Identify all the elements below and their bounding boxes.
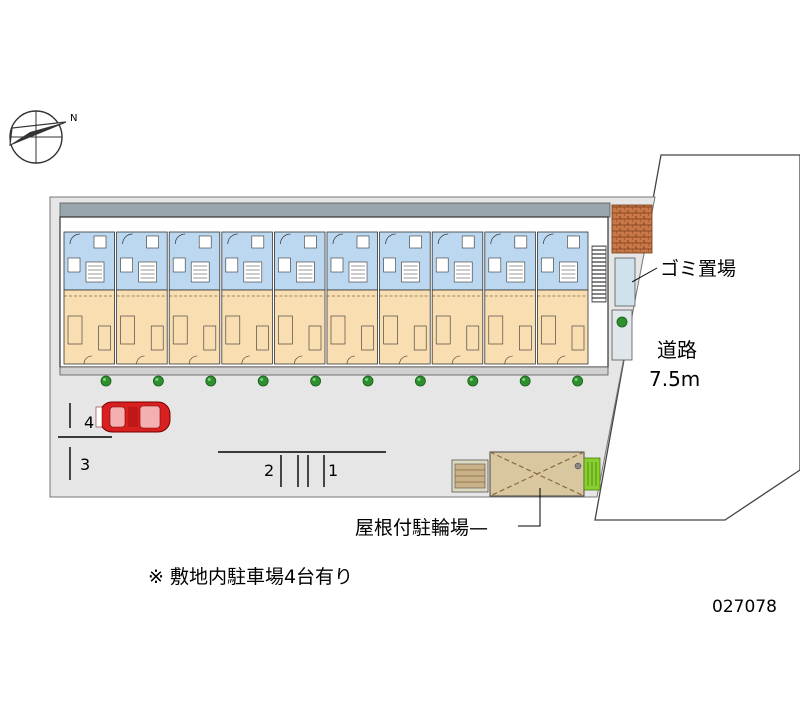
apartment-unit <box>431 231 484 365</box>
tree-icon <box>362 375 374 387</box>
parking-space-1: 1 <box>328 461 338 480</box>
parking-note: ※ 敷地内駐車場4台有り <box>148 566 353 588</box>
tree-icon <box>310 375 322 387</box>
garbage-area-label: ゴミ置場 <box>660 258 736 280</box>
compass: N <box>9 110 77 164</box>
road-label: 道路 <box>657 338 697 362</box>
parking-space-2: 2 <box>264 461 274 480</box>
building-roof-edge <box>59 202 611 218</box>
tree-icon <box>467 375 479 387</box>
tree-icon <box>257 375 269 387</box>
garbage-leader-line <box>631 267 658 283</box>
tree-icon <box>152 375 164 387</box>
property-code: 027078 <box>712 597 777 617</box>
apartment-unit <box>221 231 273 365</box>
garbage-area <box>611 204 653 254</box>
balcony-strip <box>59 366 609 376</box>
apartment-unit <box>116 231 168 365</box>
apartment-unit <box>484 231 536 365</box>
apartment-building <box>59 202 611 376</box>
tree-icon <box>205 375 217 387</box>
tree-icon <box>572 375 583 387</box>
apartment-unit <box>379 231 431 365</box>
parking-space-4: 4 <box>84 413 94 432</box>
apartment-unit <box>63 231 115 365</box>
road-width-label: 7.5m <box>649 367 700 391</box>
bicycle-parking <box>451 451 601 497</box>
parking-area <box>58 403 386 487</box>
apartment-unit <box>168 231 221 365</box>
tree-row <box>100 316 628 387</box>
tree-icon <box>100 375 112 387</box>
apartment-unit <box>326 231 378 365</box>
apartment-unit <box>273 231 326 365</box>
parking-space-3: 3 <box>80 455 90 474</box>
car-icon <box>95 401 171 433</box>
apartment-unit <box>537 231 589 365</box>
bicycle-leader-line <box>518 488 541 527</box>
tree-icon <box>616 316 628 328</box>
tree-icon <box>519 375 531 387</box>
compass-north-label: N <box>70 113 77 124</box>
tree-icon <box>414 375 426 387</box>
stair-grille <box>591 245 607 303</box>
bicycle-parking-label: 屋根付駐輪場— <box>355 517 488 539</box>
